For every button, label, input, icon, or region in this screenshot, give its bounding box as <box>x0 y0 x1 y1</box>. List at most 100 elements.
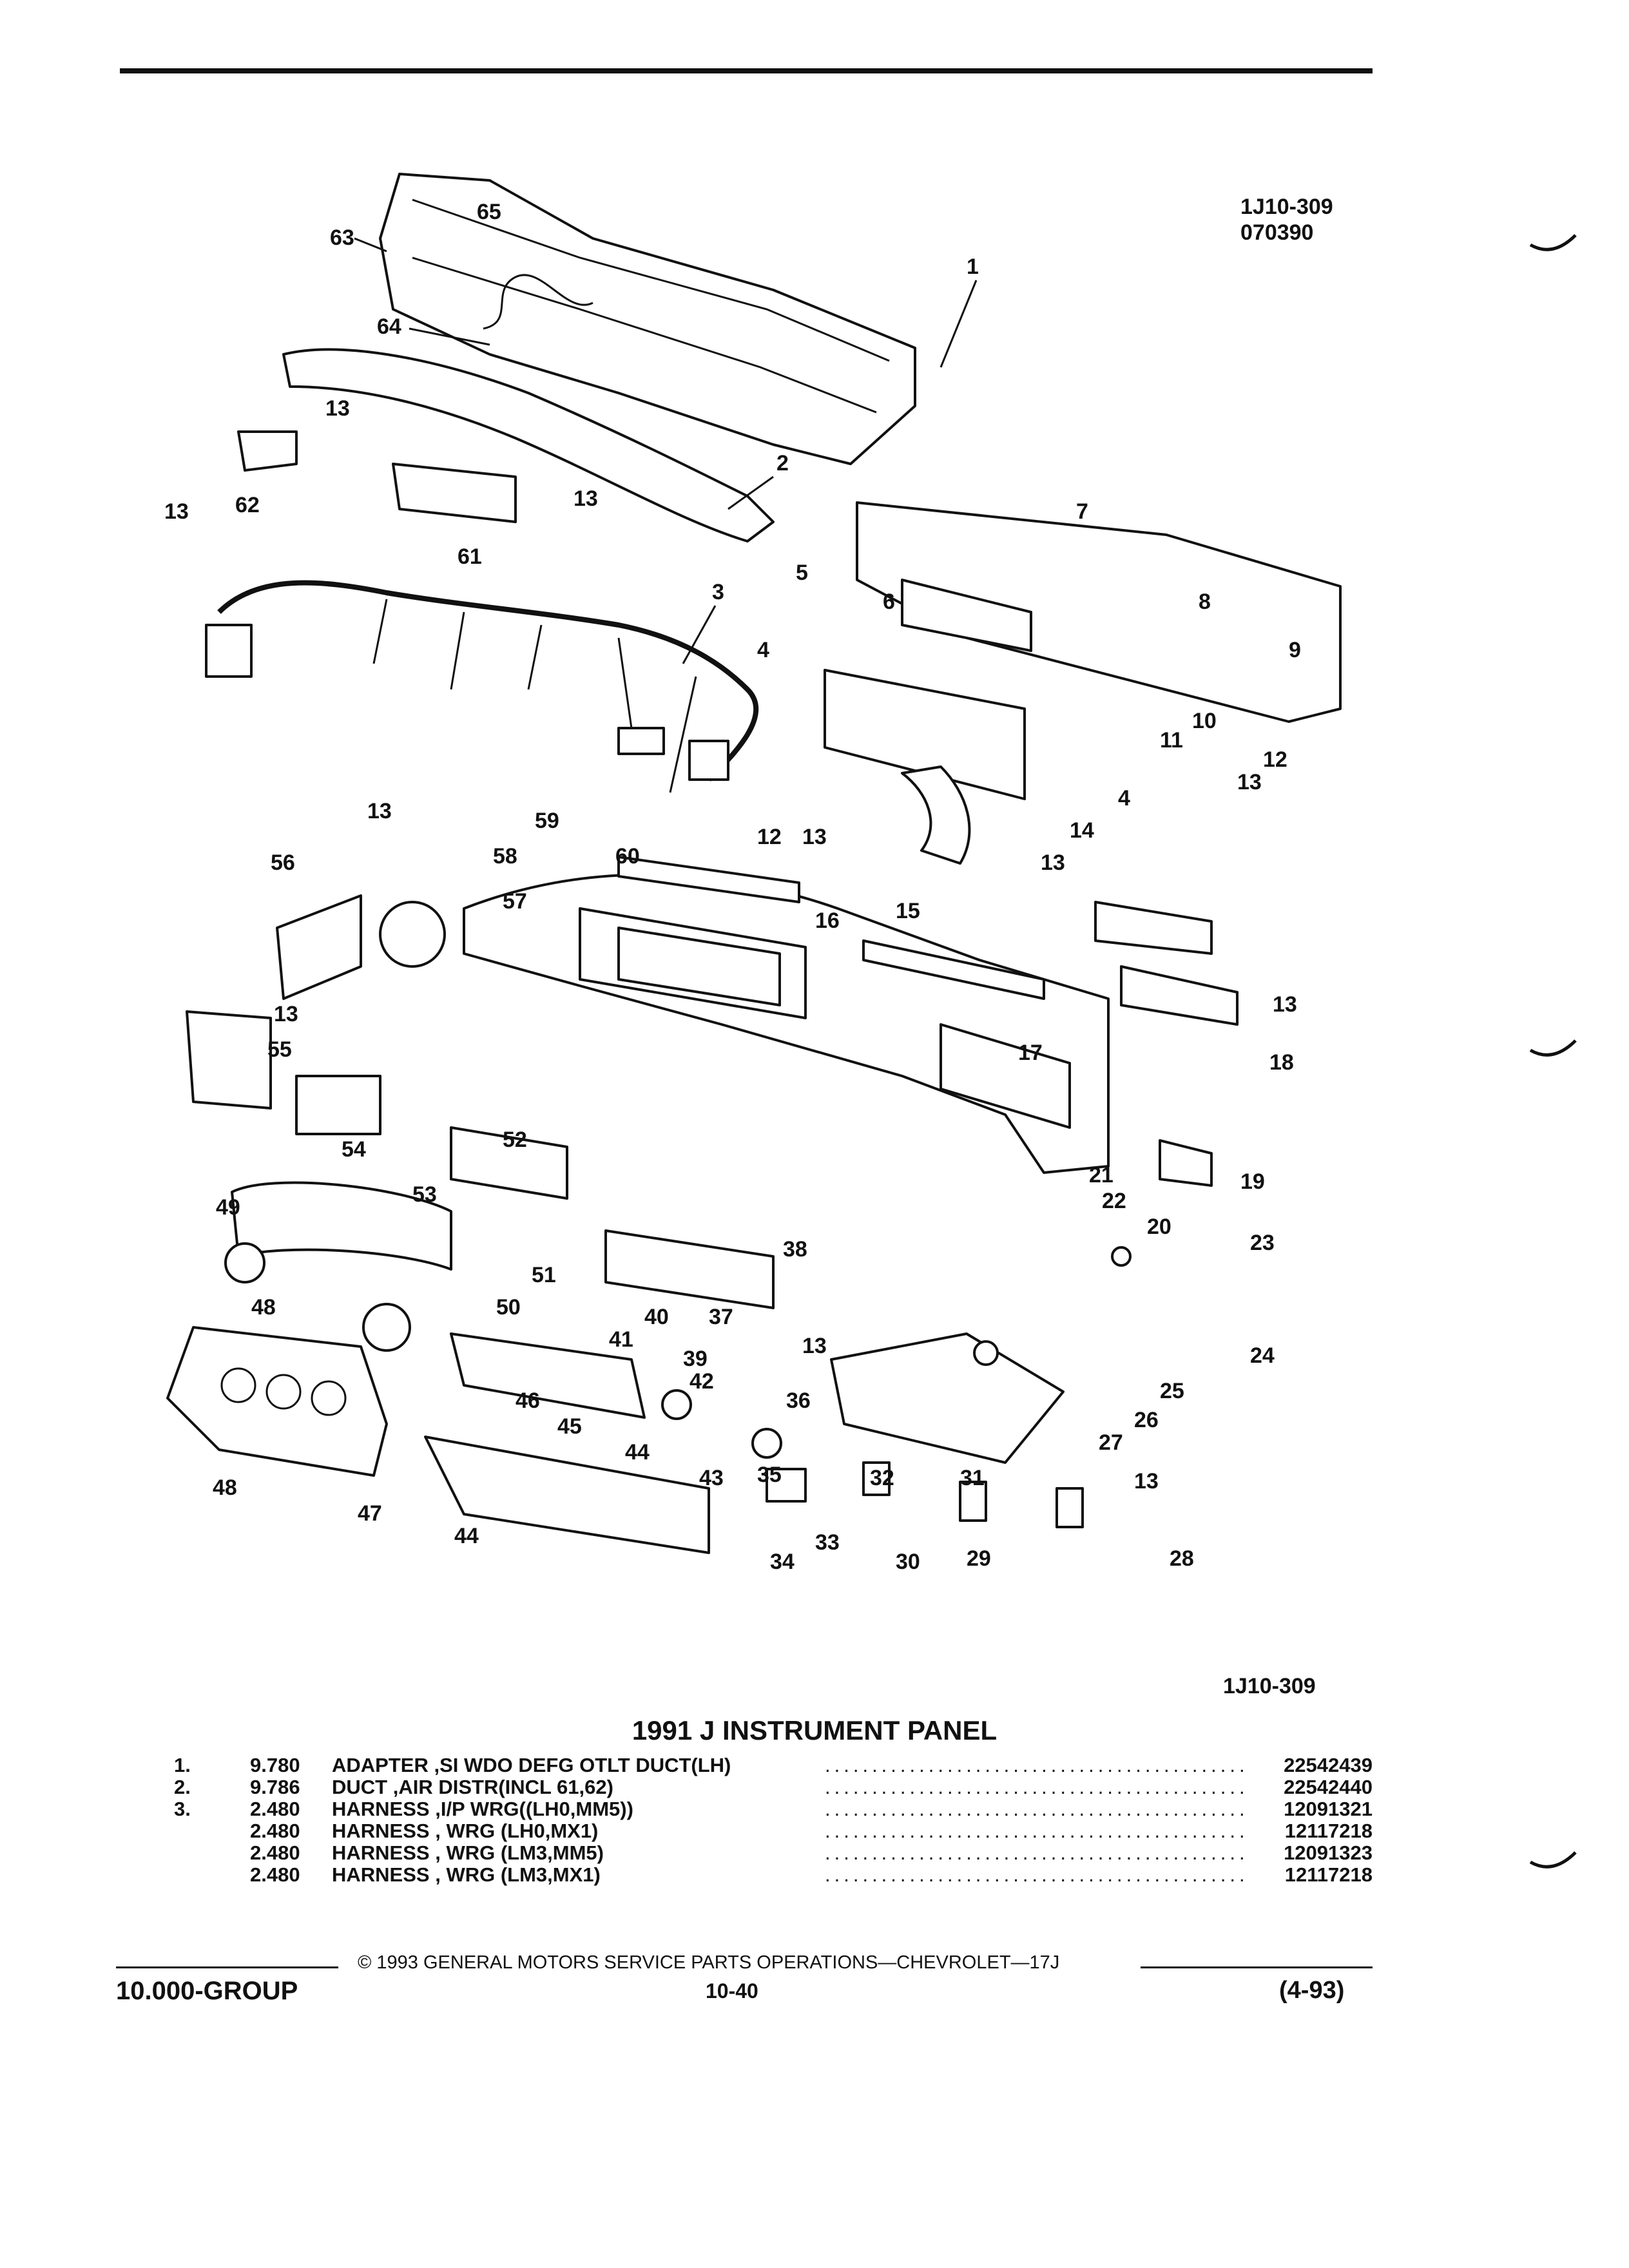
callout-4: 4 <box>757 638 769 662</box>
callout-22: 22 <box>1102 1189 1126 1213</box>
callout-44: 44 <box>454 1524 479 1548</box>
callout-62: 62 <box>235 493 260 517</box>
callout-27: 27 <box>1099 1430 1123 1455</box>
part-name: ADAPTER <box>332 1754 429 1776</box>
part-item-number: 3. <box>174 1798 191 1820</box>
callout-37: 37 <box>709 1305 733 1329</box>
bottom-diagram-code: 1J10-309 <box>1223 1674 1316 1698</box>
parts-row: 2.480 HARNESS , WRG (LH0,MX1) 12117218....… <box>174 1820 1373 1843</box>
callout-42: 42 <box>689 1369 714 1394</box>
callout-50: 50 <box>496 1295 521 1320</box>
callout-13: 13 <box>1237 770 1262 794</box>
part-number: 12091323 <box>1284 1841 1373 1864</box>
footer-copyright: © 1993 GENERAL MOTORS SERVICE PARTS OPER… <box>358 1952 1060 1973</box>
callout-28: 28 <box>1170 1546 1194 1571</box>
part-name: HARNESS <box>332 1841 430 1864</box>
part-number: 12117218 <box>1284 1863 1373 1886</box>
callout-16: 16 <box>815 908 840 933</box>
callout-21: 21 <box>1089 1163 1113 1187</box>
part-description: HARNESS , WRG (LM3,MX1) <box>332 1863 601 1887</box>
part-description: ADAPTER ,SI WDO DEFG OTLT DUCT(LH) <box>332 1754 731 1777</box>
callout-5: 5 <box>796 561 808 585</box>
part-level: 2.480 <box>250 1820 300 1842</box>
page-title: 1991 J INSTRUMENT PANEL <box>631 1715 998 1745</box>
callout-36: 36 <box>786 1389 811 1413</box>
callout-13: 13 <box>325 396 350 421</box>
top-rule <box>120 68 1373 73</box>
callout-64: 64 <box>377 314 401 339</box>
callout-55: 55 <box>267 1037 292 1062</box>
right-bracket-drawing <box>824 501 1342 865</box>
callout-13: 13 <box>574 486 598 511</box>
part-level: 9.780 <box>250 1754 300 1776</box>
part-description: HARNESS , WRG (LH0,MX1) <box>332 1820 598 1843</box>
wiring-harness-drawing <box>205 580 758 793</box>
part-detail: , WRG (LH0,MX1) <box>435 1820 599 1842</box>
callout-34: 34 <box>770 1550 795 1574</box>
dot-leader: ........................................… <box>825 1798 1244 1820</box>
dot-leader: ........................................… <box>825 1863 1244 1886</box>
callout-13: 13 <box>367 799 392 823</box>
footer-group: 10.000-GROUP <box>116 1977 298 2005</box>
callout-33: 33 <box>815 1530 840 1555</box>
right-module-drawing <box>1094 901 1239 1187</box>
dot-leader: ........................................… <box>825 1776 1244 1798</box>
callout-7: 7 <box>1076 499 1088 524</box>
part-name: DUCT <box>332 1776 388 1798</box>
callout-40: 40 <box>644 1305 669 1329</box>
callout-2: 2 <box>776 451 789 476</box>
callout-29: 29 <box>967 1546 991 1571</box>
part-detail: , WRG (LM3,MM5) <box>435 1841 604 1864</box>
callout-31: 31 <box>960 1466 985 1490</box>
callout-13: 13 <box>164 499 189 524</box>
callout-32: 32 <box>870 1466 894 1490</box>
callout-11: 11 <box>1160 728 1183 753</box>
part-detail: ,AIR DISTR(INCL 61,62) <box>392 1776 613 1798</box>
callout-12: 12 <box>757 825 782 849</box>
callout-61: 61 <box>458 544 482 569</box>
dot-leader: ........................................… <box>825 1841 1244 1864</box>
part-description: HARNESS ,I/P WRG((LH0,MM5)) <box>332 1798 633 1821</box>
callout-24: 24 <box>1250 1343 1275 1368</box>
callout-18: 18 <box>1269 1050 1294 1075</box>
callout-13: 13 <box>274 1002 298 1026</box>
callout-9: 9 <box>1289 638 1301 662</box>
part-description: HARNESS , WRG (LM3,MM5) <box>332 1841 604 1865</box>
part-item-number: 2. <box>174 1776 191 1798</box>
callout-17: 17 <box>1018 1041 1043 1065</box>
binding-mark-icon <box>1529 234 1577 251</box>
callout-60: 60 <box>615 844 640 869</box>
callout-13: 13 <box>1041 850 1065 875</box>
part-number: 12117218 <box>1284 1820 1373 1842</box>
callout-44: 44 <box>625 1440 650 1465</box>
callout-38: 38 <box>783 1237 807 1262</box>
part-level: 9.786 <box>250 1776 300 1798</box>
glove-box-drawing <box>661 1246 1132 1528</box>
diagram-code: 1J10-309 <box>1240 195 1333 219</box>
callout-47: 47 <box>358 1501 382 1526</box>
part-level: 2.480 <box>250 1863 300 1886</box>
footer-page-number: 10-40 <box>706 1979 758 2003</box>
callout-65: 65 <box>477 200 501 224</box>
part-description: DUCT ,AIR DISTR(INCL 61,62) <box>332 1776 613 1799</box>
callout-8: 8 <box>1199 590 1211 614</box>
callout-54: 54 <box>342 1137 366 1162</box>
callout-26: 26 <box>1134 1408 1159 1432</box>
callout-25: 25 <box>1160 1379 1184 1403</box>
upper-frame-drawing <box>379 173 916 465</box>
part-detail: ,SI WDO DEFG OTLT DUCT(LH) <box>434 1754 731 1776</box>
callout-35: 35 <box>757 1463 782 1487</box>
callout-13: 13 <box>1134 1469 1159 1494</box>
air-duct-drawing <box>237 348 775 543</box>
binding-mark-icon <box>1529 1039 1577 1057</box>
callout-3: 3 <box>712 580 724 604</box>
callout-23: 23 <box>1250 1231 1275 1255</box>
dot-leader: ........................................… <box>825 1820 1244 1842</box>
callout-6: 6 <box>883 590 895 614</box>
callout-58: 58 <box>493 844 517 869</box>
left-vent-drawing <box>186 894 568 1352</box>
